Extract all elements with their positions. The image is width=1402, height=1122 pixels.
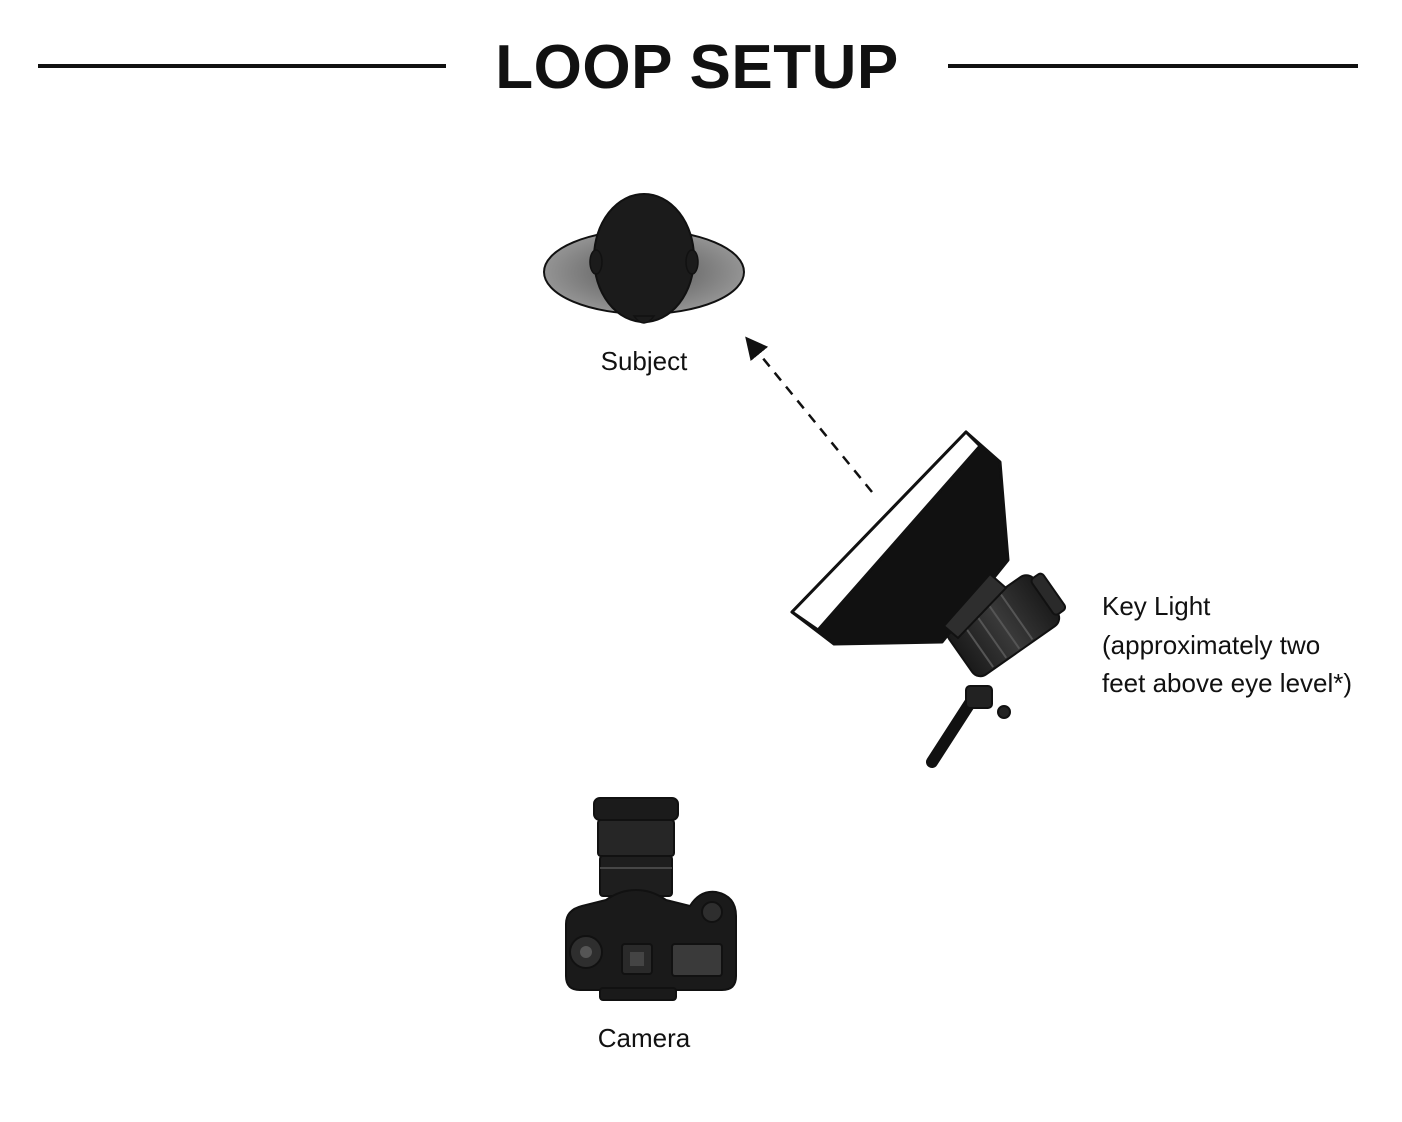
subject-label: Subject [600, 346, 688, 376]
key-light-label: Key Light [1102, 591, 1211, 621]
softbox-light-icon [790, 430, 1067, 768]
title-rule-right [948, 64, 1358, 68]
head-top-view-icon [543, 193, 745, 324]
dslr-camera-icon [565, 797, 737, 1001]
dashed-arrow-icon [745, 336, 873, 493]
page-title: LOOP SETUP [495, 33, 899, 102]
title-rule-left [38, 64, 446, 68]
key-light-note-line2: feet above eye level*) [1102, 668, 1353, 698]
key-light-note-line1: (approximately two [1102, 630, 1321, 660]
camera-label: Camera [597, 1023, 691, 1053]
